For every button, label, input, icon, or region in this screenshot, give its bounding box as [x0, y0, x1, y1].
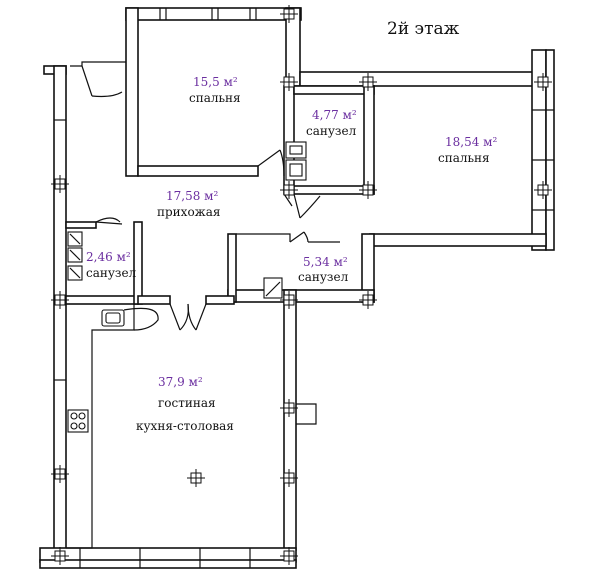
room-name-living-2: кухня-столовая: [136, 419, 234, 433]
room-name-bedroom-2: спальня: [438, 151, 490, 165]
room-area-bedroom-2: 18,54 м²: [445, 135, 498, 149]
room-area-bedroom-1: 15,5 м²: [193, 75, 238, 89]
room-name-living: гостиная: [158, 396, 216, 410]
room-area-bathroom-3: 5,34 м²: [303, 255, 348, 269]
fixtures: [67, 141, 307, 433]
room-name-bathroom-1: санузел: [306, 124, 357, 138]
room-name-bathroom-3: санузел: [298, 270, 349, 284]
columns: [51, 5, 552, 565]
room-area-bathroom-2: 2,46 м²: [86, 250, 131, 264]
room-area-hallway: 17,58 м²: [166, 189, 219, 203]
room-area-living: 37,9 м²: [158, 375, 203, 389]
room-name-bedroom-1: спальня: [189, 91, 241, 105]
doors: [81, 65, 321, 331]
room-area-bathroom-1: 4,77 м²: [312, 108, 357, 122]
room-name-hallway: прихожая: [157, 205, 220, 219]
walls: [39, 7, 555, 569]
floor-label: 2й этаж: [387, 19, 460, 39]
room-name-bathroom-2: санузел: [86, 266, 137, 280]
windows: [54, 8, 554, 568]
